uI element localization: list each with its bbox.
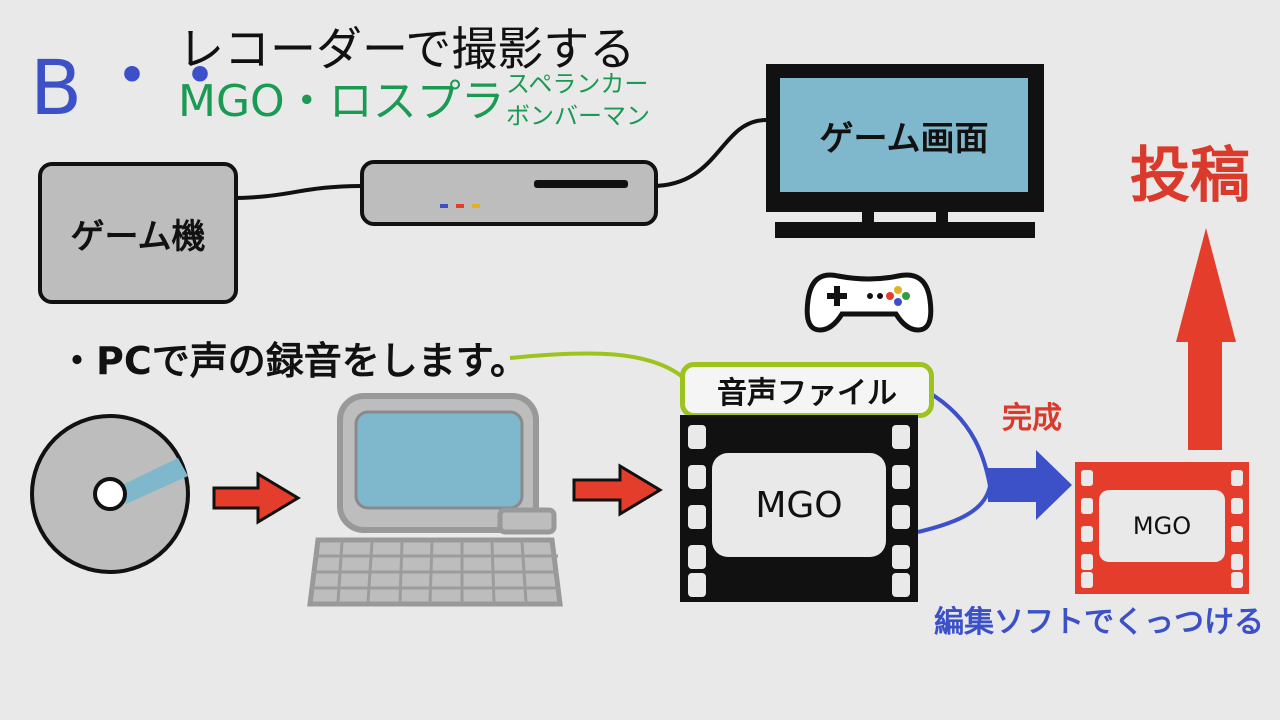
video-label: MGO xyxy=(755,484,843,526)
heading-dots: ・・ xyxy=(100,40,236,114)
recorder-slot xyxy=(534,180,628,188)
right-arrow-icon xyxy=(572,463,663,517)
film-hole xyxy=(688,425,706,449)
cable-console-recorder xyxy=(229,184,363,200)
film-hole xyxy=(1231,526,1243,542)
film-hole xyxy=(1081,498,1093,514)
film-hole xyxy=(1231,498,1243,514)
video-frame: MGO xyxy=(712,453,886,557)
right-arrow-icon xyxy=(212,471,301,525)
audio-file-label: 音声ファイル xyxy=(717,376,897,411)
tv-monitor: ゲーム画面 xyxy=(766,64,1044,212)
film-hole xyxy=(688,465,706,489)
film-hole xyxy=(1081,526,1093,542)
page-title: レコーダーで撮影する xyxy=(178,22,636,76)
film-hole xyxy=(1231,554,1243,570)
tv-screen-label: ゲーム画面 xyxy=(819,118,989,159)
game-title-spelunker: スペランカー xyxy=(506,70,649,98)
up-arrow-icon xyxy=(1176,228,1236,450)
film-hole xyxy=(1081,554,1093,570)
connector-note-audio xyxy=(509,351,686,380)
film-hole xyxy=(892,505,910,529)
recorder-led-yellow xyxy=(472,204,480,208)
film-hole xyxy=(1231,470,1243,486)
edit-software-note: 編集ソフトでくっつける xyxy=(934,605,1264,640)
audio-file-box: 音声ファイル xyxy=(680,362,934,418)
film-hole xyxy=(688,545,706,569)
recorder-device xyxy=(360,160,658,226)
film-hole xyxy=(892,465,910,489)
film-hole xyxy=(892,545,910,569)
video-final-label: MGO xyxy=(1132,512,1192,540)
tv-stand xyxy=(775,222,1035,238)
tv-leg xyxy=(862,208,874,224)
merge-curve-top xyxy=(926,390,992,487)
right-arrow-icon xyxy=(988,450,1072,520)
game-console: ゲーム機 xyxy=(38,162,238,304)
game-title-bomberman: ボンバーマン xyxy=(506,102,650,130)
game-console-label: ゲーム機 xyxy=(70,216,206,257)
game-titles: MGO・ロスプラ xyxy=(178,76,505,127)
recorder-led-red xyxy=(456,204,464,208)
cable-recorder-tv xyxy=(651,118,767,188)
heading-letter: B xyxy=(30,43,83,132)
film-hole xyxy=(892,573,910,597)
tv-screen: ゲーム画面 xyxy=(780,78,1028,192)
tv-leg xyxy=(936,208,948,224)
pc-recording-note: ・PCで声の録音をします。 xyxy=(58,339,528,383)
disc-icon xyxy=(30,414,190,574)
video-film-final: MGO xyxy=(1075,462,1249,594)
computer-icon xyxy=(307,393,563,607)
film-hole xyxy=(892,425,910,449)
film-hole xyxy=(688,505,706,529)
film-hole xyxy=(688,573,706,597)
gamepad-icon xyxy=(804,272,934,333)
film-hole xyxy=(1081,470,1093,486)
video-film-large: MGO xyxy=(680,415,918,602)
done-label: 完成 xyxy=(1002,401,1062,436)
merge-curve-bottom xyxy=(917,485,992,534)
video-frame-final: MGO xyxy=(1099,490,1225,562)
film-hole xyxy=(1081,572,1093,588)
film-hole xyxy=(1231,572,1243,588)
post-label: 投稿 xyxy=(1130,141,1250,211)
recorder-led-blue xyxy=(440,204,448,208)
